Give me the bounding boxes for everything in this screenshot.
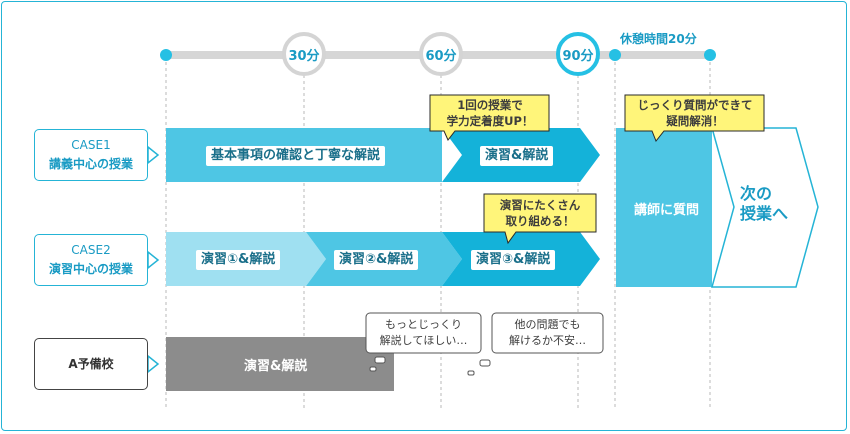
time-mark-30: 30分 bbox=[282, 32, 326, 76]
question-block bbox=[616, 128, 712, 287]
next-class-line1: 次の bbox=[740, 184, 773, 203]
thought-bubble-2-shape bbox=[467, 312, 604, 376]
case2-segment-3-label: 演習③&解説 bbox=[471, 250, 556, 270]
case2-segment-2-label: 演習②&解説 bbox=[334, 250, 419, 270]
thought-bubble-1: もっとじっくり 解説してほしい… bbox=[379, 318, 468, 347]
thought-bubble-1-shape bbox=[365, 312, 482, 372]
callout-break: じっくり質問ができて 疑問解消！ bbox=[637, 98, 753, 128]
next-class-label: 次の 授業へ bbox=[740, 184, 788, 224]
case1-segment-2-label: 演習&解説 bbox=[480, 146, 554, 166]
case1-title: CASE1 bbox=[71, 138, 111, 152]
callout-case1-shape bbox=[429, 94, 550, 141]
callout-case1: 1回の授業で 学力定着度UP！ bbox=[446, 98, 534, 128]
break-time-label: 休憩時間20分 bbox=[620, 32, 697, 46]
next-class-line2: 授業へ bbox=[740, 204, 789, 223]
question-label: 講師に質問 bbox=[634, 203, 700, 218]
callout-case2: 演習にたくさん 取り組める！ bbox=[499, 198, 581, 228]
a-yobiko-title: A予備校 bbox=[68, 356, 114, 371]
case1-segment-1-label: 基本事項の確認と丁寧な解説 bbox=[206, 146, 386, 166]
case1-label: CASE1 講義中心の授業 bbox=[34, 129, 148, 181]
timeline-break-dot bbox=[609, 49, 621, 61]
callout-break-shape bbox=[624, 94, 765, 142]
case2-segment-1-label: 演習①&解説 bbox=[196, 250, 281, 270]
callout-case2-shape bbox=[483, 193, 597, 245]
time-mark-60: 60分 bbox=[419, 32, 463, 76]
case2-subtitle: 演習中心の授業 bbox=[48, 262, 133, 276]
a-yobiko-label: A予備校 bbox=[34, 338, 148, 390]
timeline-start-dot bbox=[160, 49, 172, 61]
case2-label: CASE2 演習中心の授業 bbox=[34, 234, 148, 286]
a-yobiko-segment-label: 演習&解説 bbox=[244, 359, 308, 374]
case-notches bbox=[147, 145, 160, 374]
a-yobiko-segment bbox=[166, 337, 394, 391]
case1-subtitle: 講義中心の授業 bbox=[48, 157, 133, 171]
time-mark-90: 90分 bbox=[556, 32, 600, 76]
next-class-arrow bbox=[711, 127, 819, 288]
thought-bubble-2: 他の問題でも 解けるか不安… bbox=[509, 318, 586, 347]
case2-title: CASE2 bbox=[71, 243, 111, 257]
timeline-end-dot bbox=[704, 49, 716, 61]
